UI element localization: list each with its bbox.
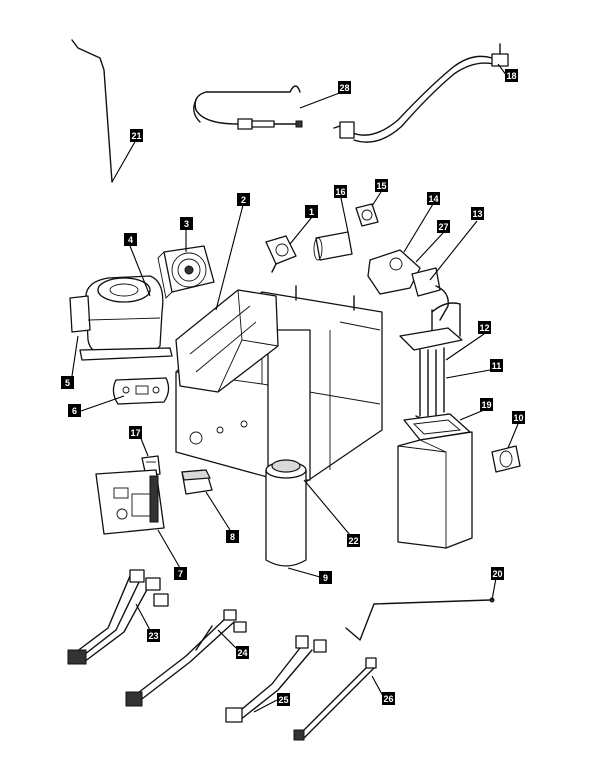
callout-24: 24	[236, 646, 249, 659]
callout-12: 12	[478, 321, 491, 334]
svg-text:16: 16	[335, 187, 345, 197]
harness-part-24	[125, 609, 247, 707]
condenser-part-2	[175, 289, 279, 393]
svg-text:5: 5	[65, 378, 70, 388]
callout-11: 11	[490, 359, 503, 372]
callout-10: 10	[512, 411, 525, 424]
callout-18: 18	[505, 69, 518, 82]
compressor-part-4	[69, 275, 173, 361]
callout-17: 17	[129, 426, 142, 439]
svg-text:26: 26	[383, 694, 393, 704]
svg-text:22: 22	[348, 536, 358, 546]
tube-part-21	[71, 39, 113, 183]
svg-text:9: 9	[323, 573, 328, 583]
svg-text:3: 3	[184, 219, 189, 229]
svg-text:17: 17	[130, 428, 140, 438]
callout-4: 4	[124, 233, 137, 246]
callout-3: 3	[180, 217, 193, 230]
water-filter-part-9	[265, 459, 307, 567]
svg-text:15: 15	[376, 181, 386, 191]
callout-27: 27	[437, 220, 450, 233]
callout-19: 19	[480, 398, 493, 411]
valve-part-1	[265, 235, 297, 273]
svg-text:20: 20	[492, 569, 502, 579]
solenoid-part-10	[491, 445, 521, 473]
svg-text:28: 28	[339, 83, 349, 93]
evaporator-coil-part-11	[415, 347, 449, 421]
svg-text:18: 18	[506, 71, 516, 81]
svg-text:12: 12	[479, 323, 489, 333]
callout-14: 14	[427, 192, 440, 205]
svg-text:7: 7	[178, 569, 183, 579]
drain-hose-part-28	[193, 85, 303, 130]
svg-text:23: 23	[148, 631, 158, 641]
svg-text:27: 27	[438, 222, 448, 232]
callout-20: 20	[491, 567, 504, 580]
callout-28: 28	[338, 81, 351, 94]
callout-25: 25	[277, 693, 290, 706]
svg-text:14: 14	[428, 194, 438, 204]
control-board-part-7	[95, 469, 165, 535]
callout-5: 5	[61, 376, 74, 389]
callout-9: 9	[319, 571, 332, 584]
valve-assembly-part-14	[367, 249, 449, 321]
svg-text:24: 24	[237, 648, 247, 658]
svg-text:13: 13	[472, 209, 482, 219]
callout-22: 22	[347, 534, 360, 547]
harness-part-26	[293, 657, 377, 741]
callout-13: 13	[471, 207, 484, 220]
svg-text:21: 21	[131, 131, 141, 141]
evaporator-plate-part-12	[399, 302, 463, 351]
svg-text:6: 6	[72, 406, 77, 416]
svg-text:11: 11	[492, 361, 502, 371]
fan-part-3	[157, 245, 215, 299]
callout-15: 15	[375, 179, 388, 192]
leader-lines	[71, 63, 519, 713]
bracket-part-6	[112, 377, 170, 405]
block-part-8	[181, 469, 213, 495]
valve-part-15	[355, 203, 379, 227]
callout-21: 21	[130, 129, 143, 142]
harness-part-25	[225, 635, 327, 723]
tube-part-20	[345, 597, 495, 641]
callout-6: 6	[68, 404, 81, 417]
inlet-hose-part-18	[333, 43, 509, 143]
svg-text:19: 19	[481, 400, 491, 410]
callout-7: 7	[174, 567, 187, 580]
ice-bin	[397, 431, 473, 549]
harness-part-23	[67, 569, 169, 665]
svg-text:4: 4	[128, 235, 133, 245]
callout-8: 8	[226, 530, 239, 543]
svg-text:1: 1	[309, 207, 314, 217]
callout-16: 16	[334, 185, 347, 198]
callout-1: 1	[305, 205, 318, 218]
svg-text:25: 25	[278, 695, 288, 705]
callout-2: 2	[237, 193, 250, 206]
callout-26: 26	[382, 692, 395, 705]
svg-text:2: 2	[241, 195, 246, 205]
cartridge-part-16	[313, 231, 353, 261]
svg-text:10: 10	[513, 413, 523, 423]
svg-text:8: 8	[230, 532, 235, 542]
callout-23: 23	[147, 629, 160, 642]
